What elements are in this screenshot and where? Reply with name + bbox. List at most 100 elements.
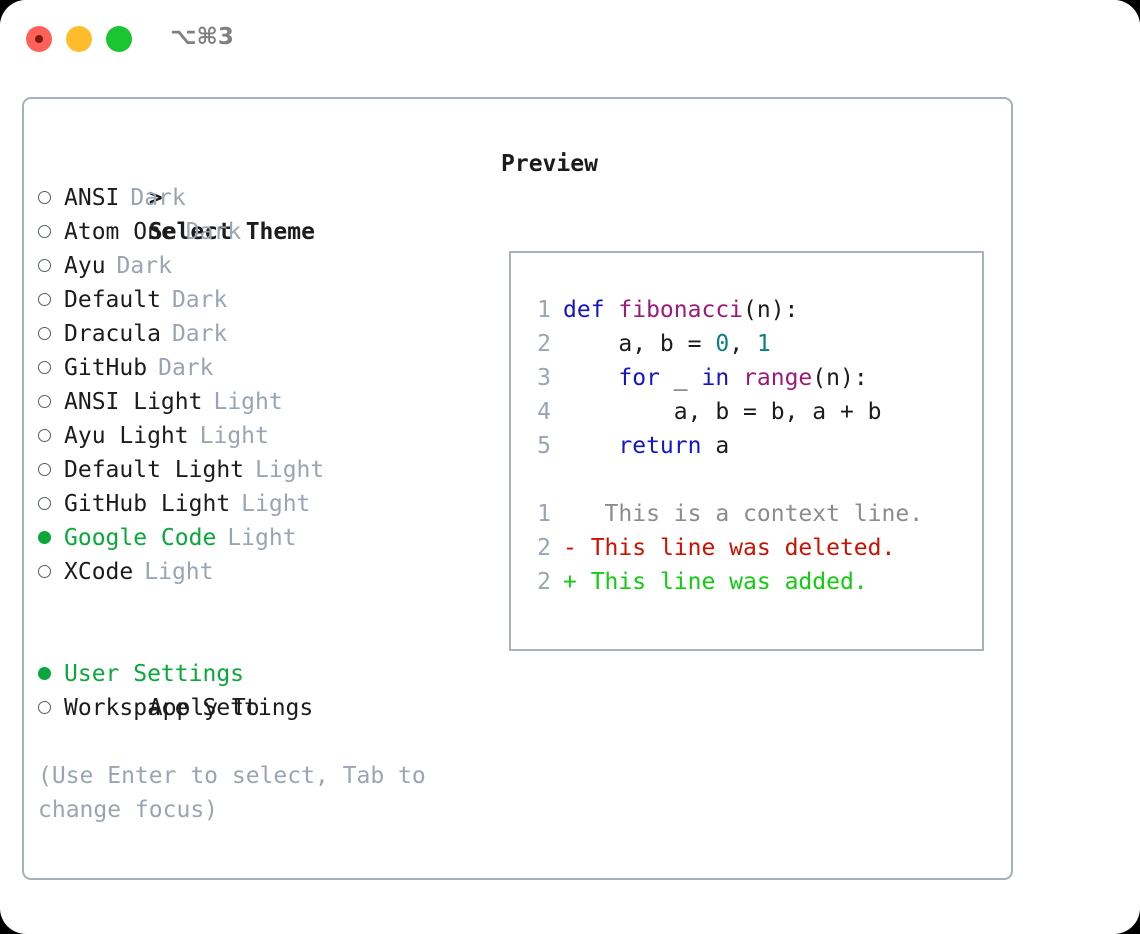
diff-text: This is a context line. xyxy=(576,501,924,527)
apply-to-option-workspace-settings[interactable]: Workspace Settings xyxy=(38,691,498,725)
code-token: (n): xyxy=(743,297,799,323)
radio-unselected-icon[interactable] xyxy=(38,395,51,408)
code-line: 1 def fibonacci(n): xyxy=(527,293,923,327)
theme-option-label: ANSI Light xyxy=(64,389,203,415)
theme-option-label: GitHub Light xyxy=(64,491,231,517)
code-token: , xyxy=(729,331,757,357)
apply-to-option-label: Workspace Settings xyxy=(64,695,314,721)
theme-option-default-light[interactable]: Default Light Light xyxy=(38,453,498,487)
theme-option-label: Google Code xyxy=(64,525,217,551)
prompt-marker: > xyxy=(148,185,163,211)
radio-unselected-icon[interactable] xyxy=(38,463,51,476)
radio-unselected-icon[interactable] xyxy=(38,429,51,442)
code-line: 5 return a xyxy=(527,429,923,463)
line-number: 1 xyxy=(537,297,551,323)
code-token: a xyxy=(701,433,730,459)
radio-selected-icon[interactable] xyxy=(38,531,51,544)
line-number: 2 xyxy=(537,569,551,595)
list-spacer xyxy=(38,589,498,623)
diff-line-del: 2- This line was deleted. xyxy=(527,531,923,565)
theme-option-google-code[interactable]: Google Code Light xyxy=(38,521,498,555)
theme-option-github-light[interactable]: GitHub Light Light xyxy=(38,487,498,521)
radio-unselected-icon[interactable] xyxy=(38,327,51,340)
theme-variant-tag: Dark xyxy=(171,321,228,347)
theme-option-label: Ayu Light xyxy=(64,423,189,449)
theme-option-xcode[interactable]: XCode Light xyxy=(38,555,498,589)
line-number: 1 xyxy=(537,501,551,527)
radio-unselected-icon[interactable] xyxy=(38,565,51,578)
theme-option-label: Dracula xyxy=(64,321,161,347)
diff-text: This line was deleted. xyxy=(576,535,896,561)
theme-option-dracula[interactable]: Dracula Dark xyxy=(38,317,498,351)
minimize-window-button[interactable] xyxy=(66,26,92,52)
radio-unselected-icon[interactable] xyxy=(38,361,51,374)
radio-unselected-icon[interactable] xyxy=(38,497,51,510)
code-token: for xyxy=(618,365,660,391)
select-theme-header: > Select Theme xyxy=(38,147,498,245)
theme-option-label: XCode xyxy=(64,559,134,585)
select-theme-title: Select Theme xyxy=(148,219,315,245)
theme-variant-tag: Light xyxy=(199,423,269,449)
code-token: def xyxy=(563,297,619,323)
preview-title: Preview xyxy=(501,151,598,177)
apply-to-option-label: User Settings xyxy=(64,661,245,687)
radio-unselected-icon[interactable] xyxy=(38,701,51,714)
radio-unselected-icon[interactable] xyxy=(38,293,51,306)
code-token: a, b = b, a + b xyxy=(563,399,882,425)
code-token: 0 xyxy=(715,331,730,357)
code-token xyxy=(729,365,743,391)
code-token: 1 xyxy=(756,331,771,357)
code-blank-line xyxy=(527,463,923,497)
close-window-button[interactable] xyxy=(26,26,52,52)
diff-line-add: 2 + This line was added. xyxy=(527,565,923,599)
theme-option-ayu-light[interactable]: Ayu Light Light xyxy=(38,419,498,453)
keyboard-hint-text: (Use Enter to select, Tab to change focu… xyxy=(38,763,426,823)
theme-variant-tag: Light xyxy=(255,457,325,483)
line-number: 2 xyxy=(537,535,551,561)
radio-unselected-icon[interactable] xyxy=(38,191,51,204)
radio-selected-icon[interactable] xyxy=(38,667,51,680)
theme-variant-tag: Light xyxy=(227,525,297,551)
apply-to-option-user-settings[interactable]: User Settings xyxy=(38,657,498,691)
code-token xyxy=(563,365,618,391)
radio-unselected-icon[interactable] xyxy=(38,225,51,238)
code-line: 2 a, b = 0, 1 xyxy=(527,327,923,361)
diff-sign: - xyxy=(563,535,577,561)
diff-text: This line was added. xyxy=(576,569,868,595)
code-line: 4 a, b = b, a + b xyxy=(527,395,923,429)
theme-option-label: Ayu xyxy=(64,253,106,279)
code-token: return xyxy=(618,433,702,459)
line-number: 3 xyxy=(537,365,551,391)
code-token: _ xyxy=(659,365,702,391)
theme-variant-tag: Dark xyxy=(130,185,186,211)
theme-variant-tag: Light xyxy=(144,559,214,585)
theme-variant-tag: Light xyxy=(241,491,311,517)
radio-unselected-icon[interactable] xyxy=(38,259,51,272)
code-token: a, b = xyxy=(563,331,716,357)
theme-option-label: GitHub xyxy=(64,355,148,381)
code-token xyxy=(563,433,618,459)
diff-sign: + xyxy=(563,569,577,595)
code-token: (n): xyxy=(812,365,868,391)
code-token: fibonacci xyxy=(618,297,744,323)
line-number: 5 xyxy=(537,433,551,459)
theme-option-label: Default Light xyxy=(64,457,245,483)
code-token: in xyxy=(701,365,730,391)
line-number: 2 xyxy=(537,331,551,357)
maximize-window-button[interactable] xyxy=(106,26,132,52)
diff-line-ctx: 1 This is a context line. xyxy=(527,497,923,531)
